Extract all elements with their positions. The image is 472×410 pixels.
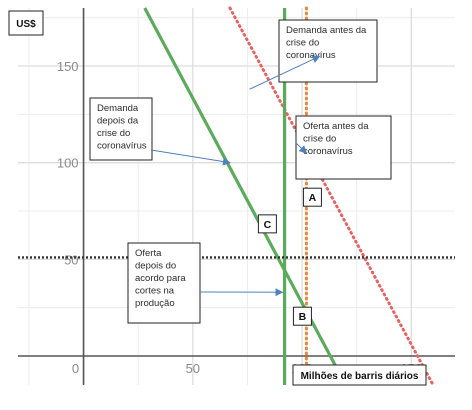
annotation-text: coronavírus [97,141,147,152]
annotation-text: cortes na [135,286,175,297]
annotation-text: crise do [97,128,130,139]
series-line-1 [228,6,435,387]
y-axis-title: US$ [8,10,44,36]
point-letter: B [299,311,307,323]
y-axis-title-frame [8,10,44,36]
x-axis-title: Milhões de barris diários [292,364,427,386]
annotation-frame [295,115,392,180]
annotation-text: coronavírus [286,50,336,61]
point-letter: C [264,219,272,231]
annotation-frame [127,242,201,324]
x-axis-title-text: Milhões de barris diários [301,371,419,382]
annotation-text: acordo para [135,273,186,284]
y-axis-title-text: US$ [16,19,36,30]
point-frame [292,306,312,326]
point-label-a: A [302,187,322,207]
point-frame [302,187,322,207]
annotation-text: depois do [135,261,176,272]
annotation-text: Demanda antes da [286,25,367,36]
annotation-arrow [295,142,308,154]
annotation-text: coronavírus [303,146,353,157]
y-tick-label: 50 [64,252,78,267]
annotation-text: crise do [286,38,319,49]
series-line-0 [143,7,348,386]
annotation-text: Oferta [135,248,162,259]
annotation-frame [89,97,153,161]
annotation-text: Demanda [97,103,139,114]
annotation-arrow [150,149,231,166]
annotation-text: produção [135,298,175,309]
x-tick-label: 50 [186,361,200,376]
y-tick-label: 100 [57,156,79,171]
point-label-b: B [292,306,312,326]
annotation-text: depois da [97,116,139,127]
annotation-text: Oferta antes da [303,121,369,132]
annotation-text: crise do [303,134,336,145]
y-tick-label: 150 [57,59,79,74]
annotation-frame [278,19,378,83]
point-letter: A [309,192,317,204]
x-tick-label: 0 [72,361,79,376]
annotation-arrow [249,55,321,90]
point-label-c: C [257,214,277,234]
x-axis-title-frame [292,364,427,386]
point-frame [257,214,277,234]
